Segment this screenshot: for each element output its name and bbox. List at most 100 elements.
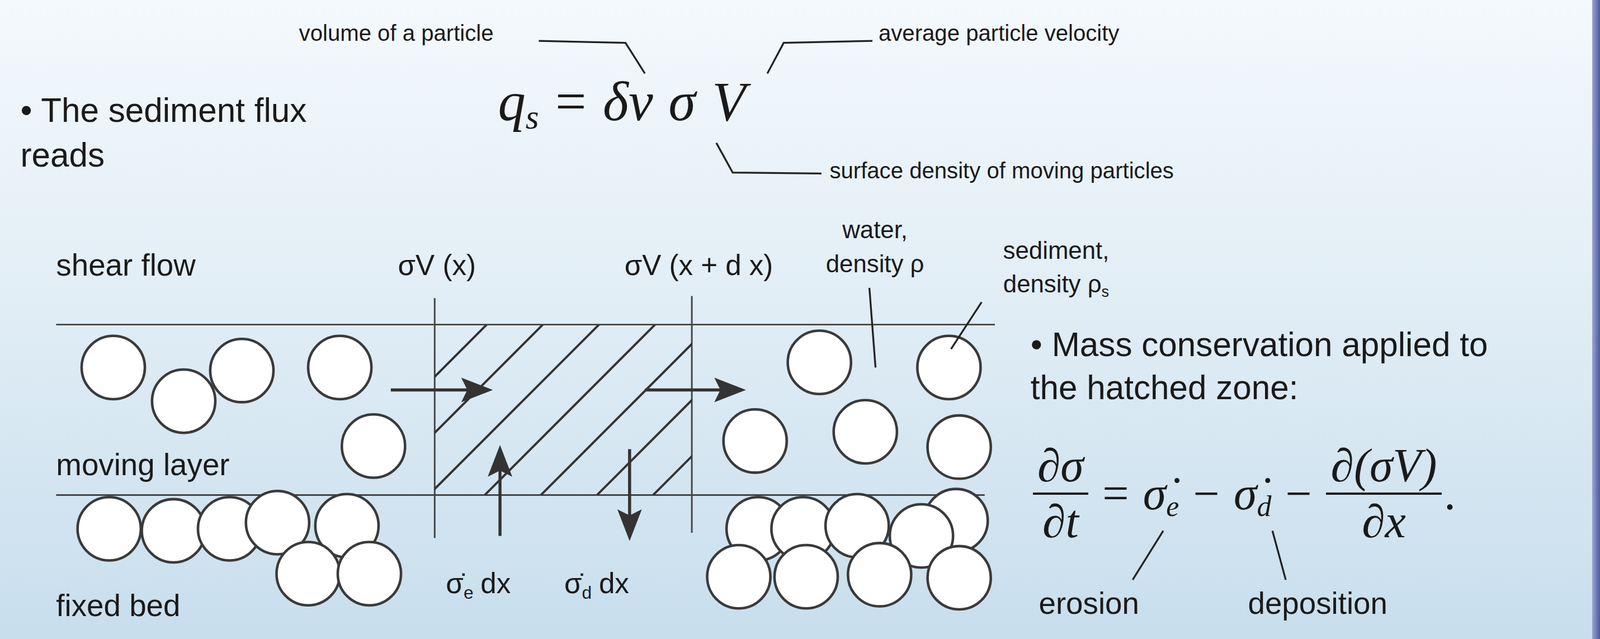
leader-line bbox=[538, 40, 645, 74]
flux-arrow bbox=[644, 388, 725, 392]
equation-term: = bbox=[1102, 465, 1129, 523]
particle bbox=[341, 414, 405, 478]
equation-term: V bbox=[711, 68, 746, 135]
text-label: σ̇edx bbox=[445, 566, 511, 601]
label-text: • The sediment flux reads bbox=[20, 91, 307, 174]
label-text: σ̇ bbox=[564, 567, 583, 600]
hatch-line bbox=[540, 324, 692, 496]
text-label: moving layer bbox=[55, 446, 230, 484]
particle bbox=[787, 331, 852, 395]
label-text: deposition bbox=[1248, 586, 1388, 621]
equation-term: σ̇ bbox=[1143, 465, 1167, 523]
hatch-line bbox=[434, 324, 543, 496]
deposition-arrow bbox=[628, 449, 631, 518]
text-label: σV (x + d x) bbox=[624, 248, 774, 283]
particle bbox=[706, 545, 771, 609]
equation-term: σ̇ bbox=[1233, 465, 1257, 523]
arrow-head bbox=[714, 378, 747, 403]
label-text: shear flow bbox=[55, 247, 196, 283]
subscript: s bbox=[1101, 282, 1110, 301]
label-text: • Mass conservation applied to the hatch… bbox=[1030, 325, 1489, 407]
text-label: water, density ρ bbox=[811, 213, 939, 281]
label-text: σ̇ bbox=[445, 567, 464, 600]
label-text: surface density of moving particles bbox=[829, 158, 1174, 184]
flux-arrows bbox=[390, 378, 747, 542]
equation: qs =δvσV bbox=[497, 68, 746, 135]
text-label: shear flow bbox=[55, 247, 196, 285]
numerator: ∂(σV) bbox=[1325, 439, 1442, 496]
equation: ∂σ∂t=σ̇e−σ̇d−∂(σV)∂x. bbox=[1032, 439, 1457, 550]
label-text: average particle velocity bbox=[878, 20, 1120, 46]
equation-term: σ bbox=[668, 68, 696, 135]
particle bbox=[77, 497, 141, 561]
label-text: sediment, density ρ bbox=[1003, 236, 1110, 298]
text-label: surface density of moving particles bbox=[829, 157, 1174, 185]
denominator: ∂x bbox=[1361, 494, 1406, 550]
leader-line bbox=[1272, 530, 1286, 580]
denominator: ∂t bbox=[1042, 494, 1079, 550]
subscript: d bbox=[582, 582, 593, 603]
label-text: fixed bed bbox=[55, 588, 181, 623]
text-label: fixed bed bbox=[55, 587, 181, 625]
hatch-line bbox=[653, 324, 692, 496]
text-label: σ̇ddx bbox=[564, 566, 630, 601]
hatch-line bbox=[434, 324, 599, 496]
subscript: d bbox=[1256, 489, 1272, 525]
hatching bbox=[434, 324, 692, 496]
slide-border bbox=[1592, 0, 1600, 639]
text-label: average particle velocity bbox=[878, 20, 1120, 47]
numerator: ∂σ bbox=[1032, 439, 1089, 496]
text-label: deposition bbox=[1248, 585, 1388, 623]
particle bbox=[81, 336, 145, 400]
hatch-line bbox=[434, 324, 487, 496]
subscript: e bbox=[463, 582, 474, 603]
label-text: moving layer bbox=[55, 447, 230, 483]
text-label: • Mass conservation applied to the hatch… bbox=[1030, 323, 1536, 410]
flux-arrow bbox=[390, 388, 472, 392]
fraction: ∂σ∂t bbox=[1032, 439, 1089, 550]
leader-line bbox=[1132, 530, 1164, 580]
erosion-arrow bbox=[498, 467, 502, 536]
control-section bbox=[433, 298, 436, 538]
arrow-head bbox=[487, 445, 513, 478]
particle bbox=[927, 546, 991, 610]
layer-boundary bbox=[55, 323, 995, 326]
label-text: water, density ρ bbox=[826, 215, 925, 277]
text-label: σV (x) bbox=[398, 248, 476, 283]
particle bbox=[276, 542, 340, 606]
label-text: volume of a particle bbox=[299, 20, 494, 46]
arrow-head bbox=[461, 378, 494, 403]
particle bbox=[337, 542, 401, 606]
equation-term: − bbox=[1192, 465, 1220, 523]
equation-term: . bbox=[1443, 465, 1456, 523]
text-label: • The sediment flux reads bbox=[20, 87, 357, 178]
subscript: s bbox=[525, 96, 540, 138]
particle bbox=[142, 499, 206, 563]
leader-line bbox=[716, 143, 822, 174]
fraction: ∂(σV)∂x bbox=[1325, 439, 1442, 550]
label-text: σV (x + d x) bbox=[624, 249, 774, 282]
equation-term: q bbox=[497, 68, 526, 135]
equation-term: δv bbox=[602, 68, 654, 135]
equation-term: − bbox=[1285, 465, 1312, 523]
label-text: σV (x) bbox=[398, 249, 476, 282]
text-label: erosion bbox=[1038, 585, 1139, 623]
control-section bbox=[691, 296, 693, 534]
particle bbox=[927, 415, 991, 479]
equation-term: = bbox=[555, 68, 587, 135]
text-label: volume of a particle bbox=[299, 20, 494, 47]
label-text: dx bbox=[598, 567, 630, 600]
leader-line bbox=[951, 301, 983, 349]
particle bbox=[210, 338, 274, 403]
leader-line bbox=[869, 288, 876, 368]
particle bbox=[308, 336, 372, 400]
particle bbox=[847, 543, 912, 607]
particle bbox=[152, 369, 216, 433]
arrow-head bbox=[617, 509, 643, 542]
particle bbox=[774, 545, 838, 609]
text-label: sediment, density ρs bbox=[979, 233, 1134, 302]
particle bbox=[833, 400, 898, 464]
subscript: e bbox=[1166, 489, 1179, 525]
label-text: dx bbox=[480, 567, 511, 600]
